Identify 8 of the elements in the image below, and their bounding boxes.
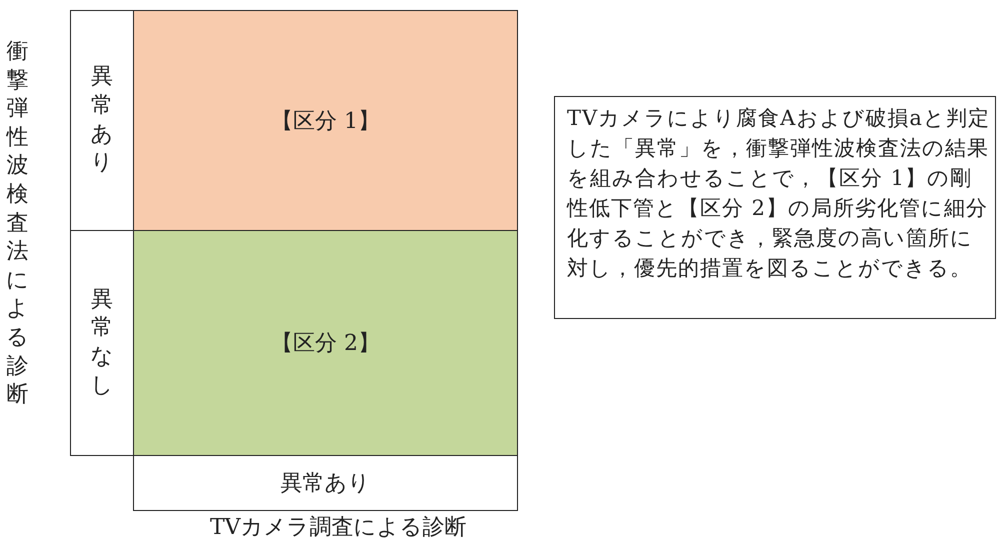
axis-title: 衝撃弾性波検査法による診断 <box>6 38 30 410</box>
table-cell: 異常あり <box>70 10 134 231</box>
table-cell: 【区分 2】 <box>133 230 518 456</box>
table-cell: 【区分 1】 <box>133 10 518 231</box>
table-cell: 異常あり <box>133 455 518 511</box>
axis-title: TVカメラ調査による診断 <box>210 514 467 542</box>
note-box: TVカメラにより腐食Aおよび破損aと判定した「異常」を，衝撃弾性波検査法の結果を組み合わせることで，【区分 1】の剛性低下管と【区分 2】の局所劣化管に細分化することができ，緊急度の高い箇所に対し，優先的措置を図ることができる。 <box>554 96 996 319</box>
table-cell: 異常なし <box>70 230 134 456</box>
